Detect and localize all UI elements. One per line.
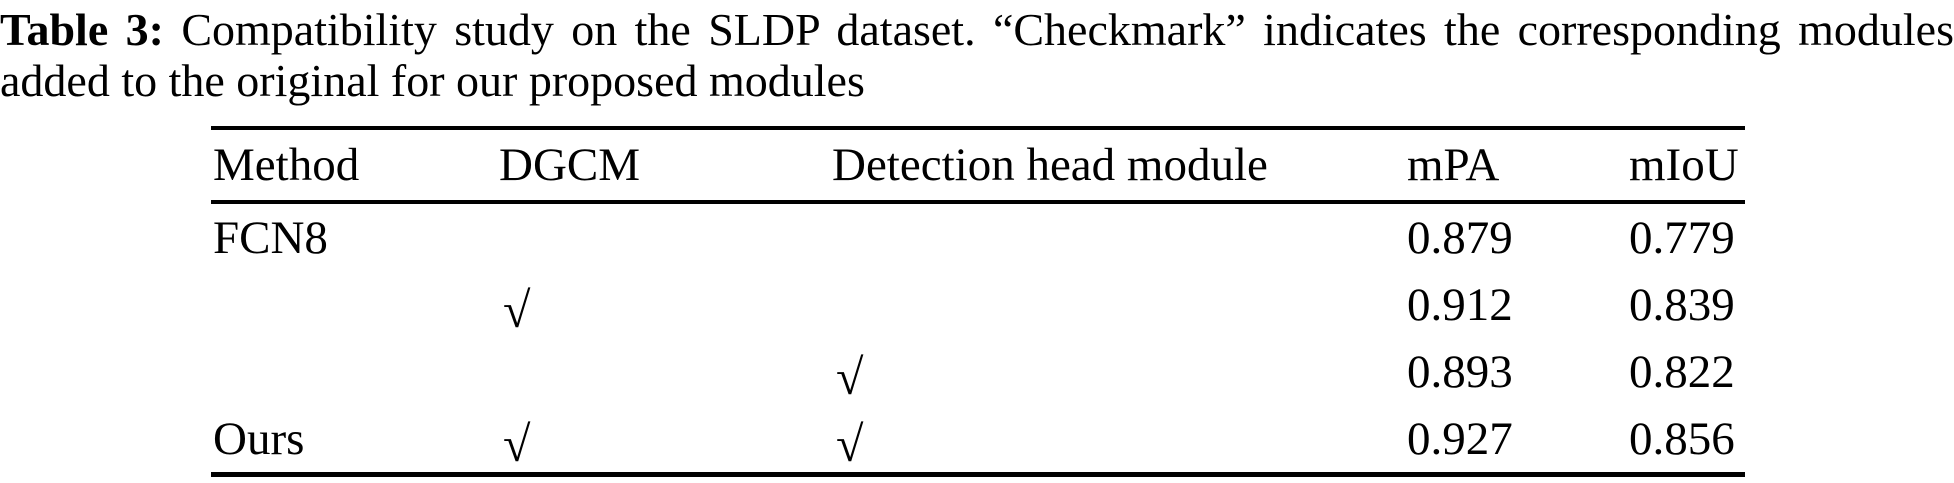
cell-detection-head-module: √	[830, 405, 1405, 475]
cell-method	[211, 338, 497, 405]
cell-miou: 0.822	[1629, 345, 1735, 398]
caption-text: Compatibility study on the SLDP dataset.…	[181, 4, 1954, 55]
table-row-detection-only: √ 0.893 0.822	[211, 338, 1745, 405]
cell-dgcm: √	[497, 405, 830, 475]
cell-mpa: 0.893	[1407, 345, 1513, 398]
cell-mpa: 0.912	[1407, 278, 1513, 331]
cell-dgcm: √	[497, 271, 830, 338]
paper-table-figure: Table 3: Compatibility study on the SLDP…	[0, 4, 1954, 477]
cell-method	[211, 271, 497, 338]
checkmark-icon: √	[836, 348, 864, 405]
header-detection-head-module: Detection head module	[830, 128, 1405, 204]
cell-dgcm	[497, 338, 830, 405]
cell-miou: 0.779	[1629, 211, 1735, 264]
table-row-fcn8: FCN8 0.879 0.779	[211, 202, 1745, 271]
cell-detection-head-module	[830, 202, 1405, 271]
cell-miou: 0.839	[1629, 278, 1735, 331]
caption-line-1: Table 3: Compatibility study on the SLDP…	[0, 4, 1954, 55]
table-body: FCN8 0.879 0.779 √ 0.912 0.839 √ 0.893 0…	[211, 202, 1745, 475]
table-row-dgcm-only: √ 0.912 0.839	[211, 271, 1745, 338]
header-miou: mIoU	[1627, 128, 1745, 204]
caption-line-2: added to the original for our proposed m…	[0, 55, 865, 106]
header-dgcm: DGCM	[497, 128, 830, 204]
table-number-label: Table 3:	[0, 4, 164, 55]
cell-mpa: 0.879	[1407, 211, 1513, 264]
table-header: Method DGCM Detection head module mPA mI…	[211, 128, 1745, 204]
cell-detection-head-module: √	[830, 338, 1405, 405]
header-row: Method DGCM Detection head module mPA mI…	[211, 128, 1745, 204]
checkmark-icon: √	[503, 281, 531, 338]
cell-mpa: 0.927	[1407, 412, 1513, 465]
cell-method: Ours	[213, 412, 305, 465]
header-mpa: mPA	[1405, 128, 1627, 204]
cell-miou: 0.856	[1629, 412, 1735, 465]
cell-dgcm	[497, 202, 830, 271]
checkmark-icon: √	[836, 415, 864, 472]
cell-detection-head-module	[830, 271, 1405, 338]
table-row-ours: Ours √ √ 0.927 0.856	[211, 405, 1745, 475]
cell-method: FCN8	[213, 211, 328, 264]
compatibility-table: Method DGCM Detection head module mPA mI…	[211, 126, 1745, 477]
header-method: Method	[211, 128, 497, 204]
checkmark-icon: √	[503, 415, 531, 472]
table-caption: Table 3: Compatibility study on the SLDP…	[0, 4, 1954, 106]
